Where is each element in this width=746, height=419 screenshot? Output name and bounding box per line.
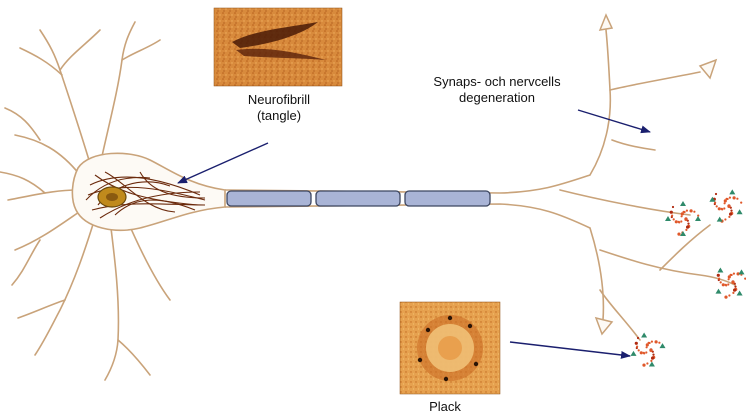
- synaptic-boutons: [594, 13, 718, 336]
- plaque-cluster: [709, 189, 743, 223]
- plaque-cluster: [715, 267, 746, 299]
- tangle-fibrils: [85, 171, 206, 219]
- myelin-segment: [226, 190, 312, 207]
- dendrites-left: [0, 21, 171, 381]
- synapse-label: Synaps- och nervcells degeneration: [402, 74, 592, 106]
- myelin-segment: [315, 190, 401, 207]
- plaque-cluster: [630, 332, 666, 367]
- tangle-label-line2: (tangle): [256, 108, 302, 123]
- amyloid-plaque-icon: [630, 189, 746, 367]
- synapse-label-line1: Synaps- och nervcells: [433, 74, 561, 89]
- myelin-sheaths: [226, 190, 491, 207]
- tangle-arrow: [177, 142, 269, 184]
- synapse-arrow: [577, 109, 651, 134]
- plaque-cluster: [665, 201, 701, 236]
- axon-terminals: [559, 29, 736, 341]
- synapse-label-line2: degeneration: [459, 90, 535, 105]
- plaque-micrograph-icon: [399, 301, 501, 395]
- cell-body: [71, 152, 226, 232]
- tangle-label: Neurofibrill (tangle): [214, 92, 344, 124]
- tangle-micrograph-icon: [213, 7, 343, 87]
- plaque-arrow: [509, 341, 631, 359]
- plaque-label: Plack: [429, 399, 461, 414]
- axon: [224, 174, 591, 229]
- tangle-label-line1: Neurofibrill: [247, 92, 311, 107]
- nucleolus: [106, 193, 118, 201]
- myelin-segment: [404, 190, 491, 207]
